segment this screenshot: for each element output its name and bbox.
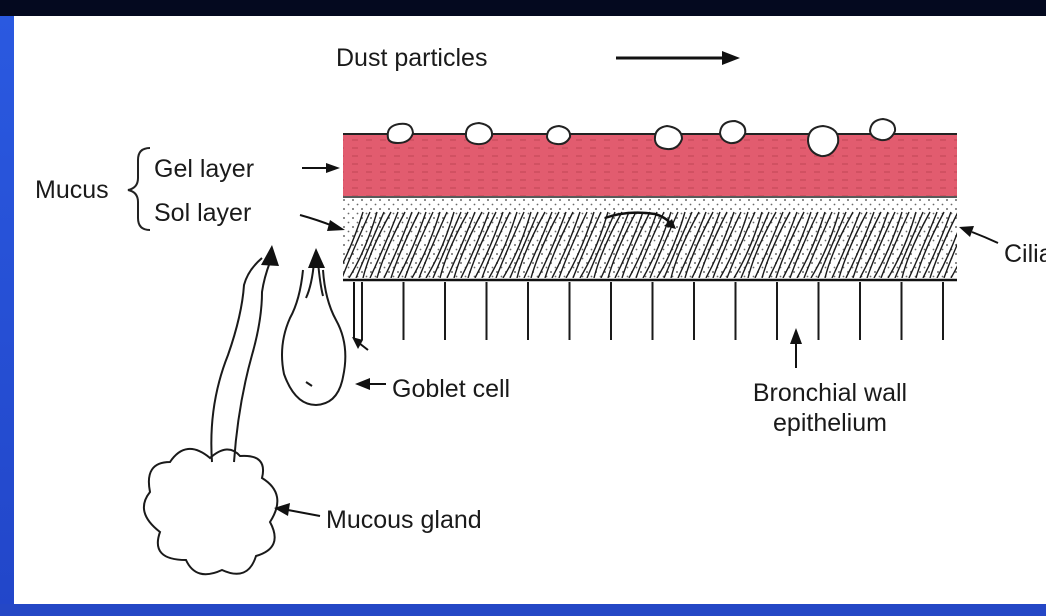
gel-layer-texture [343, 134, 957, 196]
dust-particles-label: Dust particles [336, 44, 487, 73]
mucus-label: Mucus [35, 176, 109, 205]
goblet-secretion-arrowhead [308, 248, 325, 268]
epithelium-cells [362, 282, 943, 340]
flow-arrow [616, 51, 740, 65]
epithelium-label-arrow [790, 328, 802, 368]
duct-secretion-arrowhead [261, 245, 279, 266]
bronchial-wall-label-line1: Bronchial wall [730, 378, 930, 408]
goblet-cell-pointer [352, 282, 368, 350]
gel-pointer-arrow [302, 163, 340, 173]
top-frame-bar [0, 0, 1046, 16]
bronchial-wall-label: Bronchial wall epithelium [730, 378, 930, 438]
sol-pointer-arrow [300, 215, 345, 231]
bottom-frame-band [0, 604, 1046, 616]
cilia-pointer-arrow [959, 226, 998, 243]
goblet-cell [282, 262, 345, 405]
sol-layer-label: Sol layer [154, 199, 251, 228]
cilium-stroke [972, 212, 1000, 278]
diagram-panel: Dust particles Mucus Gel layer Sol layer… [14, 16, 1046, 604]
mucus-brace [128, 148, 150, 230]
left-frame-band [0, 16, 14, 616]
gel-layer-label: Gel layer [154, 155, 254, 184]
cilium-stroke [958, 212, 986, 278]
mucous-gland-duct [211, 258, 270, 462]
gland-label-arrow [274, 503, 320, 516]
cilia-label: Cilia [1004, 240, 1046, 269]
mucous-gland-label: Mucous gland [326, 506, 482, 535]
goblet-cell-label: Goblet cell [392, 375, 510, 404]
airway-diagram [14, 16, 1046, 604]
mucous-gland [144, 449, 277, 574]
goblet-label-arrow [355, 378, 386, 390]
bronchial-wall-label-line2: epithelium [730, 408, 930, 438]
cilium-stroke [965, 212, 993, 278]
